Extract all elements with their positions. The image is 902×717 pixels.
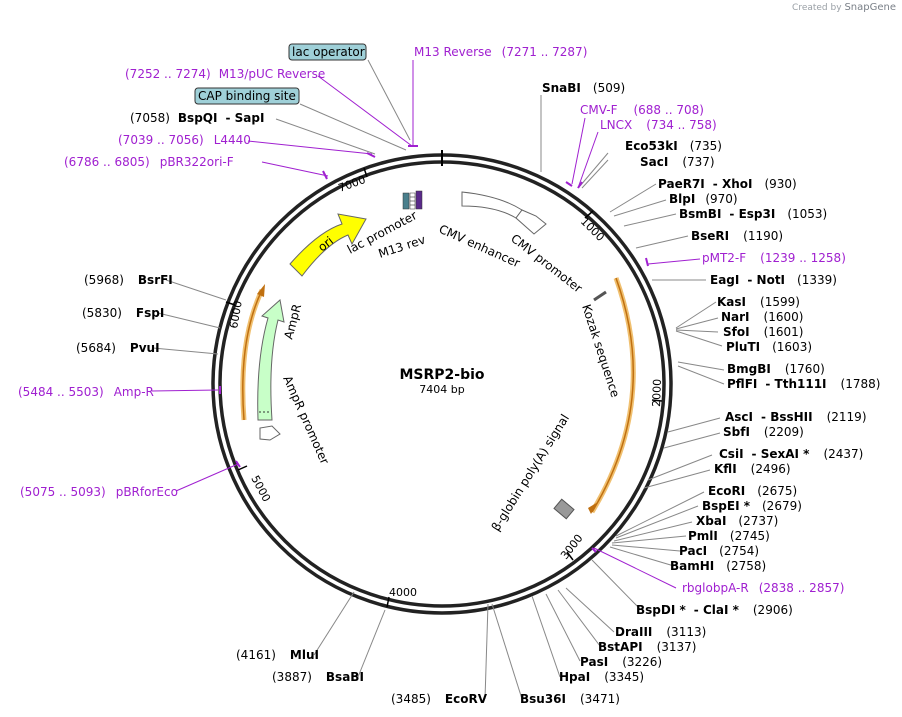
enzyme-labels-left: (5684)PvuI (5830)FspI (5968)BsrFI (7058)… [76, 111, 264, 355]
enzyme-pflfi-tth111i: PflFI- Tth111I(1788) [727, 377, 880, 391]
cds-highlight-core [591, 277, 634, 513]
enzyme-bspqi-sapi: (7058)BspQI- SapI [130, 111, 264, 125]
features: ori AmpR AmpR promoter lac promoter M13 … [240, 190, 636, 534]
enzyme-bspdi-clai: BspDI *- ClaI *(2906) [636, 603, 793, 617]
tick-6000: 6000 [227, 300, 245, 330]
tick-2000: 2000 [650, 379, 664, 407]
enzyme-nari: NarI(1600) [721, 310, 803, 324]
ampr-promoter-label: AmpR promoter [280, 374, 332, 467]
credit-text: Created by [792, 3, 842, 13]
plasmid-name: MSRP2-bio [399, 367, 484, 383]
snapgene-credit: Created by SnapGene [792, 2, 896, 13]
ampr-label: AmpR [281, 303, 304, 341]
enzyme-labels-right: SnaBI(509) Eco53kI(735) SacI(737) PaeR7I… [542, 81, 880, 617]
enzyme-labels-bottom: DraIII(3113) BstAPI(3137) PasI(3226) Hpa… [236, 625, 706, 706]
enzyme-fspi: (5830)FspI [82, 306, 164, 320]
lac-operator-label: lac operator [292, 45, 365, 59]
enzyme-xbai: XbaI(2737) [696, 514, 778, 528]
backbone [211, 150, 673, 615]
primer-cmv-f: CMV-F(688 .. 708) [580, 103, 704, 117]
enzyme-sfoi: SfoI(1601) [723, 325, 803, 339]
kozak-mark [593, 290, 607, 302]
primer-pmt2-f: pMT2-F(1239 .. 1258) [702, 251, 846, 265]
enzyme-csii-sexai: CsiI- SexAI *(2437) [719, 447, 863, 461]
primer-leaders [151, 60, 701, 589]
primer-pbrforeco: (5075 .. 5093)pBRforEco [20, 485, 178, 499]
m13-rev-block [415, 190, 423, 210]
enzyme-sbfi: SbfI(2209) [723, 425, 804, 439]
plasmid-size: 7404 bp [419, 383, 464, 396]
ori-arrow [289, 213, 367, 277]
cmv-enhancer-label: CMV enhancer [437, 222, 522, 270]
cap-site-label: CAP binding site [198, 89, 296, 103]
ampr-arrow [257, 299, 285, 421]
primer-m13-puc-reverse: (7252 .. 7274)M13/pUC Reverse [125, 67, 325, 81]
enzyme-paci: PacI(2754) [679, 544, 759, 558]
enzyme-pasi: PasI(3226) [580, 655, 662, 669]
kozak-label: Kozak sequence [579, 303, 622, 399]
enzyme-bspei: BspEI *(2679) [702, 499, 802, 513]
enzyme-mlui: (4161)MluI [236, 648, 319, 662]
enzyme-hpai: HpaI(3345) [559, 670, 644, 684]
polya-block [553, 498, 575, 520]
primer-m13-reverse: M13 Reverse(7271 .. 7287) [414, 45, 587, 59]
primer-pbr322ori-f: (6786 .. 6805)pBR322ori-F [64, 155, 234, 169]
enzyme-saci: SacI(737) [640, 155, 715, 169]
enzyme-kfli: KflI(2496) [714, 462, 791, 476]
enzyme-pluti: PluTI(1603) [726, 340, 812, 354]
enzyme-bamhi: BamHI(2758) [670, 559, 766, 573]
enzyme-snabi: SnaBI(509) [542, 81, 625, 95]
ampr-promoter-arrow [259, 425, 281, 441]
primer-amp-r: (5484 .. 5503)Amp-R [18, 385, 154, 399]
enzyme-asci-bsshii: AscI- BssHII(2119) [725, 410, 867, 424]
enzyme-bseri: BseRI(1190) [691, 229, 783, 243]
primer-rbglobpa-r: rbglobpA-R(2838 .. 2857) [682, 581, 844, 595]
primer-l4440: (7039 .. 7056)L4440 [118, 133, 251, 147]
enzyme-bsrfi: (5968)BsrFI [84, 273, 173, 287]
enzyme-bstapi: BstAPI(3137) [598, 640, 696, 654]
primer-lncx: LNCX(734 .. 758) [600, 118, 717, 132]
enzyme-eco53ki: Eco53kI(735) [625, 139, 722, 153]
primer-labels: M13 Reverse(7271 .. 7287) (7252 .. 7274)… [18, 45, 846, 595]
enzyme-bsmbi-esp3i: BsmBI- Esp3I(1053) [679, 207, 827, 221]
enzyme-eagi-noti: EagI- NotI(1339) [710, 273, 837, 287]
tick-4000: 4000 [389, 586, 417, 599]
enzyme-bsu36i: Bsu36I(3471) [520, 692, 620, 706]
enzyme-pmli: PmlI(2745) [688, 529, 770, 543]
lac-promoter-block [402, 192, 410, 210]
cmv-enhancer-arrow [461, 191, 523, 219]
boxed-labels: lac operator CAP binding site [194, 43, 367, 105]
lac-operator-box [288, 43, 367, 61]
enzyme-paer7i-xhoi: PaeR7I- XhoI(930) [658, 177, 797, 191]
ampr-highlight-core [242, 289, 263, 421]
enzyme-bmgbi: BmgBI(1760) [727, 362, 825, 376]
enzyme-draiii: DraIII(3113) [615, 625, 706, 639]
enzyme-kasi: KasI(1599) [717, 295, 800, 309]
tick-7000: 7000 [337, 173, 368, 195]
polya-label: β-globin poly(A) signal [489, 412, 572, 534]
enzyme-leaders [152, 59, 725, 700]
enzyme-ecorv: (3485)EcoRV [391, 692, 488, 706]
cmv-promoter-arrow [515, 209, 547, 235]
cmv-promoter-label: CMV promoter [508, 231, 585, 295]
enzyme-blpi: BlpI(970) [669, 192, 738, 206]
enzyme-pvui: (5684)PvuI [76, 341, 160, 355]
snapgene-logo: SnapGene [844, 2, 896, 13]
enzyme-ecori: EcoRI(2675) [708, 484, 797, 498]
enzyme-bsabi: (3887)BsaBI [272, 670, 364, 684]
cap-site-box [194, 87, 300, 105]
